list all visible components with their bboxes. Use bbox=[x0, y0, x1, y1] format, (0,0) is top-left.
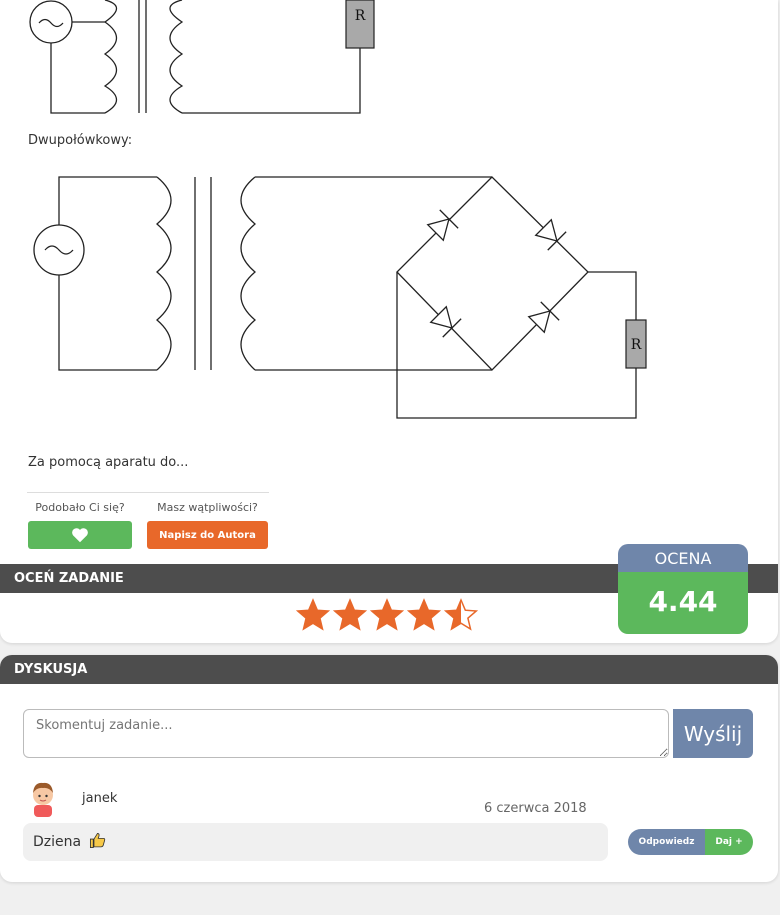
resistor-label: R bbox=[355, 8, 366, 24]
send-button[interactable]: Wyślij bbox=[673, 709, 753, 758]
like-button[interactable] bbox=[28, 521, 132, 549]
comment-input[interactable] bbox=[23, 709, 669, 758]
write-to-author-button[interactable]: Napisz do Autora bbox=[147, 521, 268, 549]
rating-value: 4.44 bbox=[618, 572, 748, 634]
star-icon[interactable] bbox=[407, 598, 441, 632]
reply-button[interactable]: Odpowiedz bbox=[628, 829, 705, 855]
discussion-section-bar: DYSKUSJA bbox=[0, 655, 778, 684]
answer-intro-text: Za pomocą aparatu do... bbox=[28, 455, 189, 470]
comment-text: Dziena bbox=[33, 834, 82, 850]
liked-question-label: Podobało Ci się? bbox=[35, 501, 125, 514]
task-card: R Dwupołówkowy: bbox=[0, 0, 778, 643]
doubt-question-label: Masz wątpliwości? bbox=[157, 501, 258, 514]
comment-body: Dziena bbox=[23, 823, 608, 861]
rating-header: OCENA bbox=[618, 544, 748, 572]
star-icon[interactable] bbox=[370, 598, 404, 632]
half-wave-circuit-diagram: R bbox=[29, 0, 375, 114]
comment-author[interactable]: janek bbox=[82, 791, 118, 806]
rating-box: OCENA 4.44 bbox=[618, 544, 748, 634]
star-icon[interactable] bbox=[444, 598, 478, 632]
comment-date: 6 czerwca 2018 bbox=[484, 801, 587, 816]
give-plus-button[interactable]: Daj + bbox=[705, 829, 753, 855]
divider bbox=[27, 492, 269, 493]
star-icon[interactable] bbox=[296, 598, 330, 632]
full-wave-bridge-circuit-diagram: R bbox=[33, 176, 647, 419]
full-wave-heading: Dwupołówkowy: bbox=[28, 133, 133, 148]
thumbs-up-icon bbox=[89, 832, 105, 849]
heart-icon bbox=[72, 528, 88, 543]
star-icon[interactable] bbox=[333, 598, 367, 632]
avatar bbox=[33, 782, 53, 817]
resistor-label: R bbox=[631, 337, 642, 353]
